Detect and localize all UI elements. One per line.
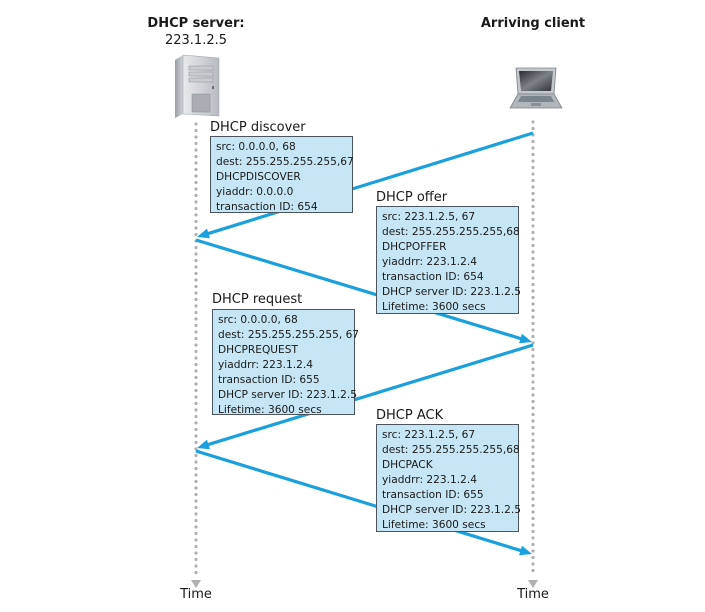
field: yiaddrr: 223.1.2.4 [218, 359, 313, 371]
field: DHCPACK [382, 459, 433, 471]
field: Lifetime: 3600 secs [382, 301, 486, 313]
field: DHCPDISCOVER [216, 171, 301, 183]
message-arrow-4 [195, 449, 532, 556]
field: DHCP server ID: 223.1.2.5 [382, 504, 521, 516]
message-box-ack: src: 223.1.2.5, 67 dest: 255.255.255.255… [376, 424, 521, 532]
field: transaction ID: 655 [218, 374, 320, 386]
server-timeline-arrowhead [191, 580, 201, 588]
field: transaction ID: 655 [382, 489, 484, 501]
field: yiaddrr: 223.1.2.4 [382, 256, 477, 268]
field: Lifetime: 3600 secs [382, 519, 486, 531]
message-title-discover: DHCP discover [210, 120, 306, 135]
field: src: 0.0.0.0, 68 [218, 314, 298, 326]
field: dest: 255.255.255.255,68 [382, 226, 520, 238]
field: DHCPREQUEST [218, 344, 298, 356]
server-timeline [191, 122, 201, 588]
server-address: 223.1.2.5 [164, 33, 228, 48]
field: dest: 255.255.255.255,67 [216, 156, 354, 168]
field: dest: 255.255.255.255,68 [382, 444, 520, 456]
field: src: 223.1.2.5, 67 [382, 211, 476, 223]
field: src: 223.1.2.5, 67 [382, 429, 476, 441]
message-arrow-3 [197, 343, 534, 450]
field: Lifetime: 3600 secs [218, 404, 322, 416]
laptop-icon [509, 67, 563, 109]
field: DHCPOFFER [382, 241, 447, 253]
field: yiaddrr: 223.1.2.4 [382, 474, 477, 486]
message-arrow-2 [195, 238, 532, 344]
field: transaction ID: 654 [216, 201, 318, 213]
server-title: DHCP server: [147, 16, 245, 31]
field: yiaddr: 0.0.0.0 [216, 186, 294, 198]
field: DHCP server ID: 223.1.2.5 [382, 286, 521, 298]
server-tower-icon [175, 54, 220, 118]
client-timeline [528, 120, 538, 588]
arrowhead [519, 545, 532, 556]
message-arrow-1 [197, 131, 534, 239]
message-title-offer: DHCP offer [376, 190, 448, 205]
field: transaction ID: 654 [382, 271, 484, 283]
client-time-label: Time [517, 587, 549, 602]
arrowhead [197, 439, 210, 450]
field: dest: 255.255.255.255, 67 [218, 329, 360, 341]
field: DHCP server ID: 223.1.2.5 [218, 389, 357, 401]
message-title-request: DHCP request [212, 292, 303, 307]
client-title: Arriving client [480, 16, 586, 31]
message-title-ack: DHCP ACK [376, 408, 444, 423]
message-box-offer: src: 223.1.2.5, 67 dest: 255.255.255.255… [376, 206, 521, 314]
server-time-label: Time [180, 587, 212, 602]
client-timeline-arrowhead [528, 580, 538, 588]
message-box-discover: src: 0.0.0.0, 68 dest: 255.255.255.255,6… [210, 136, 354, 213]
message-box-request: src: 0.0.0.0, 68 dest: 255.255.255.255, … [212, 309, 360, 416]
arrowhead [519, 333, 532, 344]
field: src: 0.0.0.0, 68 [216, 141, 296, 153]
arrowhead [197, 228, 210, 239]
